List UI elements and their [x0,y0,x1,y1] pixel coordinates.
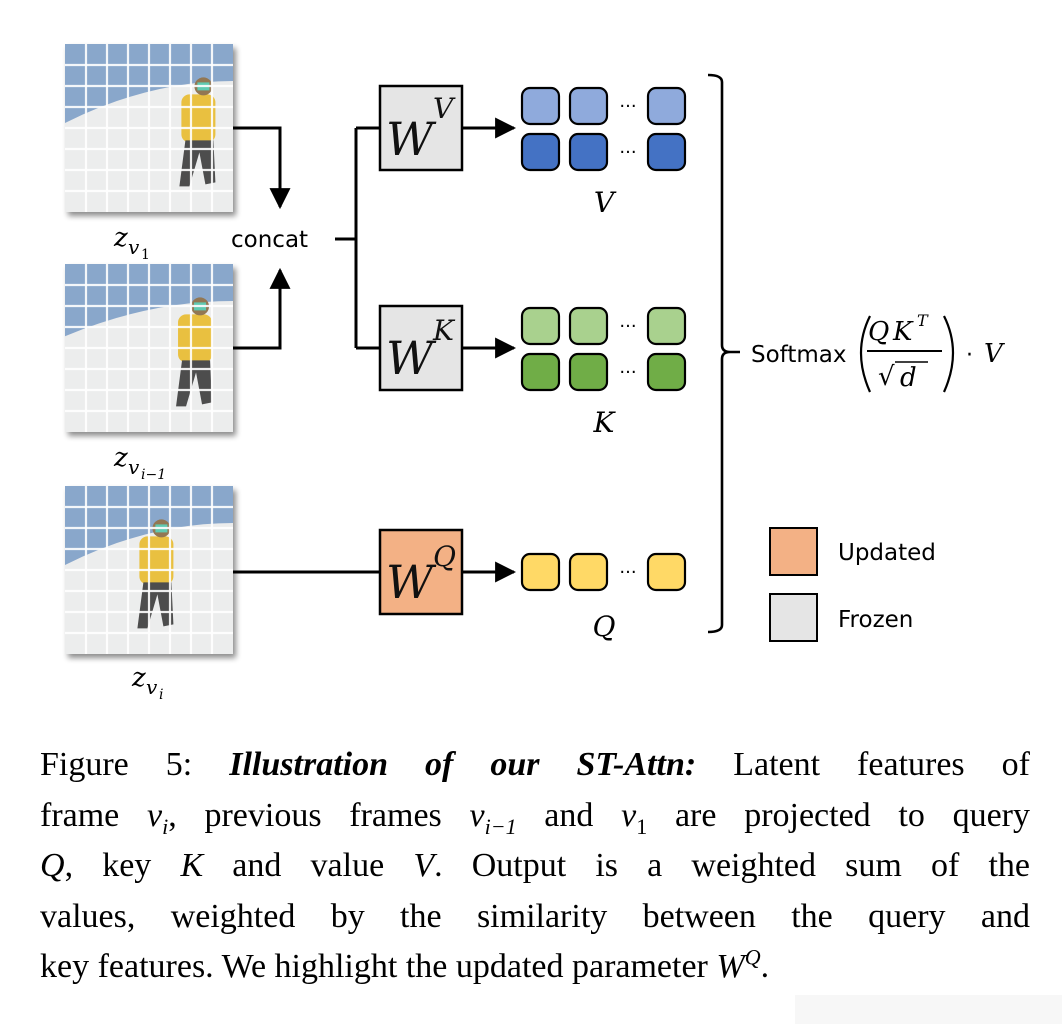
k-token-r1-c2 [646,352,687,392]
v-tokens: ··· ··· [520,86,687,172]
ellipsis: ··· [619,316,636,337]
svg-text:Q: Q [433,540,456,573]
svg-text:T: T [917,311,929,330]
svg-text:z: z [113,443,128,473]
svg-text:i−1: i−1 [141,467,166,483]
page-edge [795,995,1062,1024]
left-paren [859,315,872,393]
svg-text:V: V [433,92,456,125]
svg-text:K: K [432,314,456,347]
caption-line-3: Q, key K and value V. Output is a weight… [40,847,1031,884]
caption-line-5: key features. We highlight the updated p… [40,944,770,985]
v-token-r1-c2 [646,132,687,172]
k-label: K [593,406,617,439]
k-tokens: ··· ··· [520,306,687,392]
k-token-r0-c1 [568,306,609,346]
wq-box [378,528,464,616]
ellipsis: ··· [619,96,636,117]
v-token-r0-c1 [568,86,609,126]
svg-text:√: √ [878,362,895,392]
svg-text:z: z [131,663,146,693]
v-token-r1-c1 [568,132,609,172]
svg-text:W: W [386,555,437,609]
q-token-r0-c2 [646,552,687,592]
connector-v1-to-concat [233,126,291,210]
legend: Updated Frozen [769,527,936,642]
attention-formula: Softmax Q K T √ d · V [751,311,1005,393]
svg-text:d: d [900,363,917,393]
projection-wk: W K [378,304,464,392]
st-attn-diagram: z v 1 z v i−1 z v i concat W V W K W Q ·… [65,44,1005,703]
svg-text:·: · [966,343,973,368]
connector-concat-split [335,126,380,350]
v-label: V [594,186,617,219]
q-label: Q [593,610,616,643]
frame-label-z-vi: z v i [131,663,163,703]
legend-label-frozen: Frozen [838,607,913,633]
input-frame-z_vi [65,486,233,654]
svg-text:K: K [892,317,914,347]
right-brace [707,73,740,634]
wk-box [378,304,464,392]
connector-vi-1-to-concat [233,267,291,350]
k-token-r1-c1 [568,352,609,392]
v-token-r1-c0 [520,132,561,172]
figure-caption: Figure 5: Illustration of our ST-Attn: L… [40,740,1030,993]
svg-text:1: 1 [141,247,150,263]
k-token-r1-c0 [520,352,561,392]
frame-label-z-v1: z v 1 [113,223,150,263]
frame-label-z-vi-1: z v i−1 [113,443,166,483]
projection-wv: W V [378,84,464,172]
ellipsis: ··· [619,362,636,383]
k-token-r0-c2 [646,306,687,346]
ellipsis: ··· [619,562,636,583]
svg-text:v: v [128,235,140,259]
legend-swatch-updated [769,527,818,576]
ellipsis: ··· [619,142,636,163]
svg-text:V: V [984,339,1005,369]
svg-text:z: z [113,223,128,253]
caption-title: Illustration of our ST-Attn: [229,746,697,783]
q-token-r0-c0 [520,552,561,592]
caption-line-2: frame vi, previous frames vi−1 and v1 ar… [40,796,1030,839]
svg-text:v: v [146,675,158,699]
svg-text:Softmax: Softmax [751,342,847,368]
caption-line-4: values, weighted by the similarity betwe… [40,897,1030,935]
svg-text:W: W [386,112,437,166]
svg-text:W: W [386,331,437,385]
input-frame-z_vi-1 [65,264,233,432]
q-token-r0-c1 [568,552,609,592]
k-token-r0-c0 [520,306,561,346]
q-tokens: ··· [520,552,687,592]
legend-swatch-frozen [769,593,818,642]
caption-line-1: Figure 5: Illustration of our ST-Attn: L… [40,746,1030,783]
input-frame-z_v1 [65,44,233,212]
legend-label-updated: Updated [838,540,936,566]
concat-label: concat [231,227,308,253]
v-token-r0-c2 [646,86,687,126]
svg-text:v: v [128,455,140,479]
svg-text:i: i [159,687,163,703]
projection-wq: W Q [378,528,464,616]
svg-text:Q: Q [868,317,889,347]
right-paren [942,315,955,393]
v-token-r0-c0 [520,86,561,126]
